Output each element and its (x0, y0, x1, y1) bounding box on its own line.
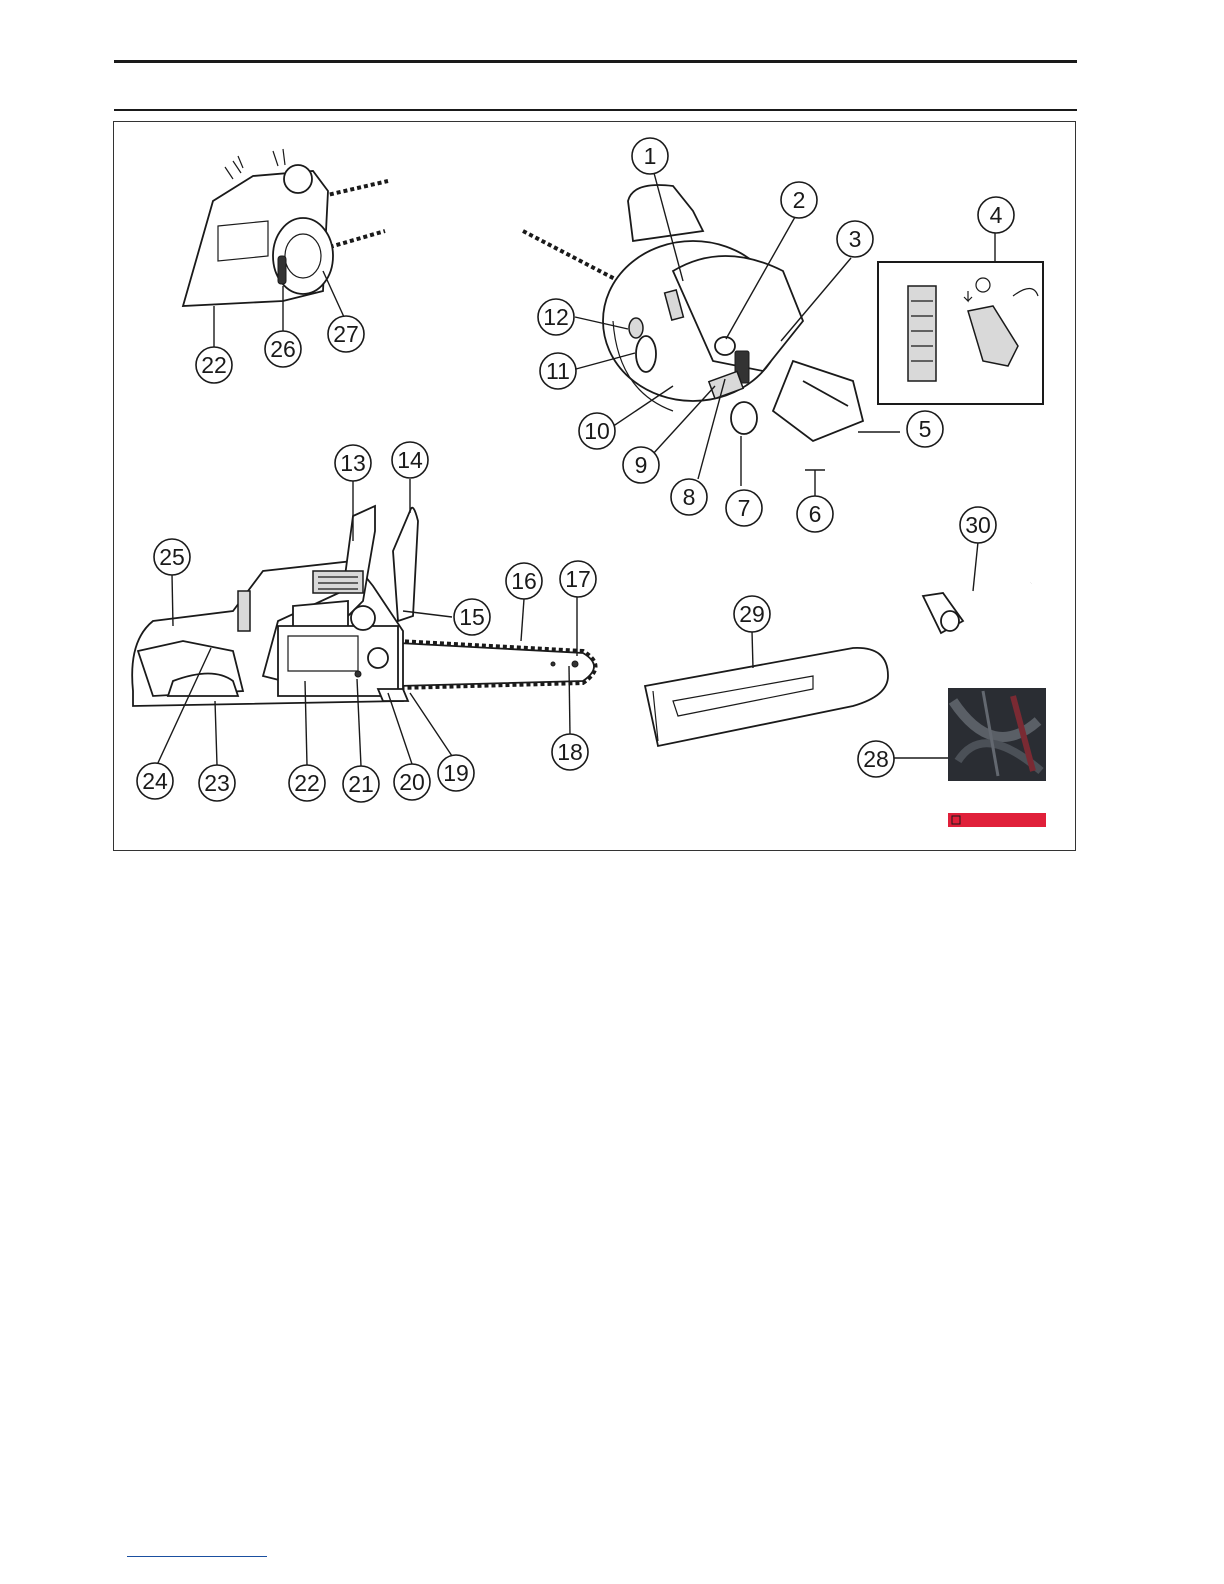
callout-11: 11 (540, 353, 576, 389)
callout-8: 8 (671, 479, 707, 515)
header-rule-bottom (114, 109, 1077, 111)
callout-2: 2 (781, 182, 817, 218)
callout-29: 29 (734, 596, 770, 632)
callout-25: 25 (154, 539, 190, 575)
svg-text:20: 20 (399, 769, 425, 795)
svg-text:9: 9 (635, 452, 648, 478)
svg-text:22: 22 (201, 352, 227, 378)
callout-14: 14 (392, 442, 428, 478)
callout-22-top: 22 (196, 347, 232, 383)
saw-side-view-illustration (132, 506, 595, 706)
clutch-cover-detail-illustration (183, 149, 388, 306)
footer-link-line (127, 1556, 267, 1557)
callout-17: 17 (560, 561, 596, 597)
callout-6: 6 (797, 496, 833, 532)
callout-22: 22 (289, 765, 325, 801)
svg-text:23: 23 (204, 770, 230, 796)
operator-manual-photo (948, 688, 1046, 781)
svg-text:8: 8 (683, 484, 696, 510)
svg-text:17: 17 (565, 566, 591, 592)
callout-18: 18 (552, 734, 588, 770)
callout-9: 9 (623, 447, 659, 483)
svg-text:22: 22 (294, 770, 320, 796)
svg-text:5: 5 (919, 416, 932, 442)
svg-text:28: 28 (863, 746, 889, 772)
svg-text:1: 1 (644, 143, 657, 169)
svg-text:7: 7 (738, 495, 751, 521)
callout-27: 27 (328, 316, 364, 352)
svg-text:14: 14 (397, 447, 423, 473)
svg-text:24: 24 (142, 768, 168, 794)
callout-16: 16 (506, 563, 542, 599)
svg-text:21: 21 (348, 771, 374, 797)
parts-diagram: 1 2 3 4 5 6 7 8 9 10 11 12 13 14 15 16 1… (113, 121, 1076, 851)
callout-26: 26 (265, 331, 301, 367)
svg-text:16: 16 (511, 568, 537, 594)
bar-guard-illustration (645, 648, 888, 746)
callout-10: 10 (579, 413, 615, 449)
callout-28: 28 (858, 741, 894, 777)
callout-3: 3 (837, 221, 873, 257)
callout-20: 20 (394, 764, 430, 800)
svg-text:6: 6 (809, 501, 822, 527)
callout-12: 12 (538, 299, 574, 335)
svg-text:4: 4 (990, 202, 1003, 228)
callout-15: 15 (454, 599, 490, 635)
svg-text:12: 12 (543, 304, 569, 330)
svg-text:26: 26 (270, 336, 296, 362)
svg-text:19: 19 (443, 760, 469, 786)
stop-switch-inset (878, 262, 1043, 404)
combination-spanner-illustration (923, 583, 1031, 633)
callout-23: 23 (199, 765, 235, 801)
svg-text:11: 11 (546, 358, 570, 384)
manual-color-bar (948, 813, 1046, 827)
callout-5: 5 (907, 411, 943, 447)
svg-text:13: 13 (340, 450, 366, 476)
header-rule-top (114, 60, 1077, 63)
callout-24: 24 (137, 763, 173, 799)
callout-4: 4 (978, 197, 1014, 233)
callout-1: 1 (632, 138, 668, 174)
callout-19: 19 (438, 755, 474, 791)
svg-text:27: 27 (333, 321, 359, 347)
svg-text:25: 25 (159, 544, 185, 570)
svg-text:30: 30 (965, 512, 991, 538)
callout-13: 13 (335, 445, 371, 481)
svg-text:2: 2 (793, 187, 806, 213)
svg-text:15: 15 (459, 604, 485, 630)
svg-text:29: 29 (739, 601, 765, 627)
svg-text:10: 10 (584, 418, 610, 444)
callout-7: 7 (726, 490, 762, 526)
callout-30: 30 (960, 507, 996, 543)
svg-text:3: 3 (849, 226, 862, 252)
callout-21: 21 (343, 766, 379, 802)
svg-text:18: 18 (557, 739, 583, 765)
